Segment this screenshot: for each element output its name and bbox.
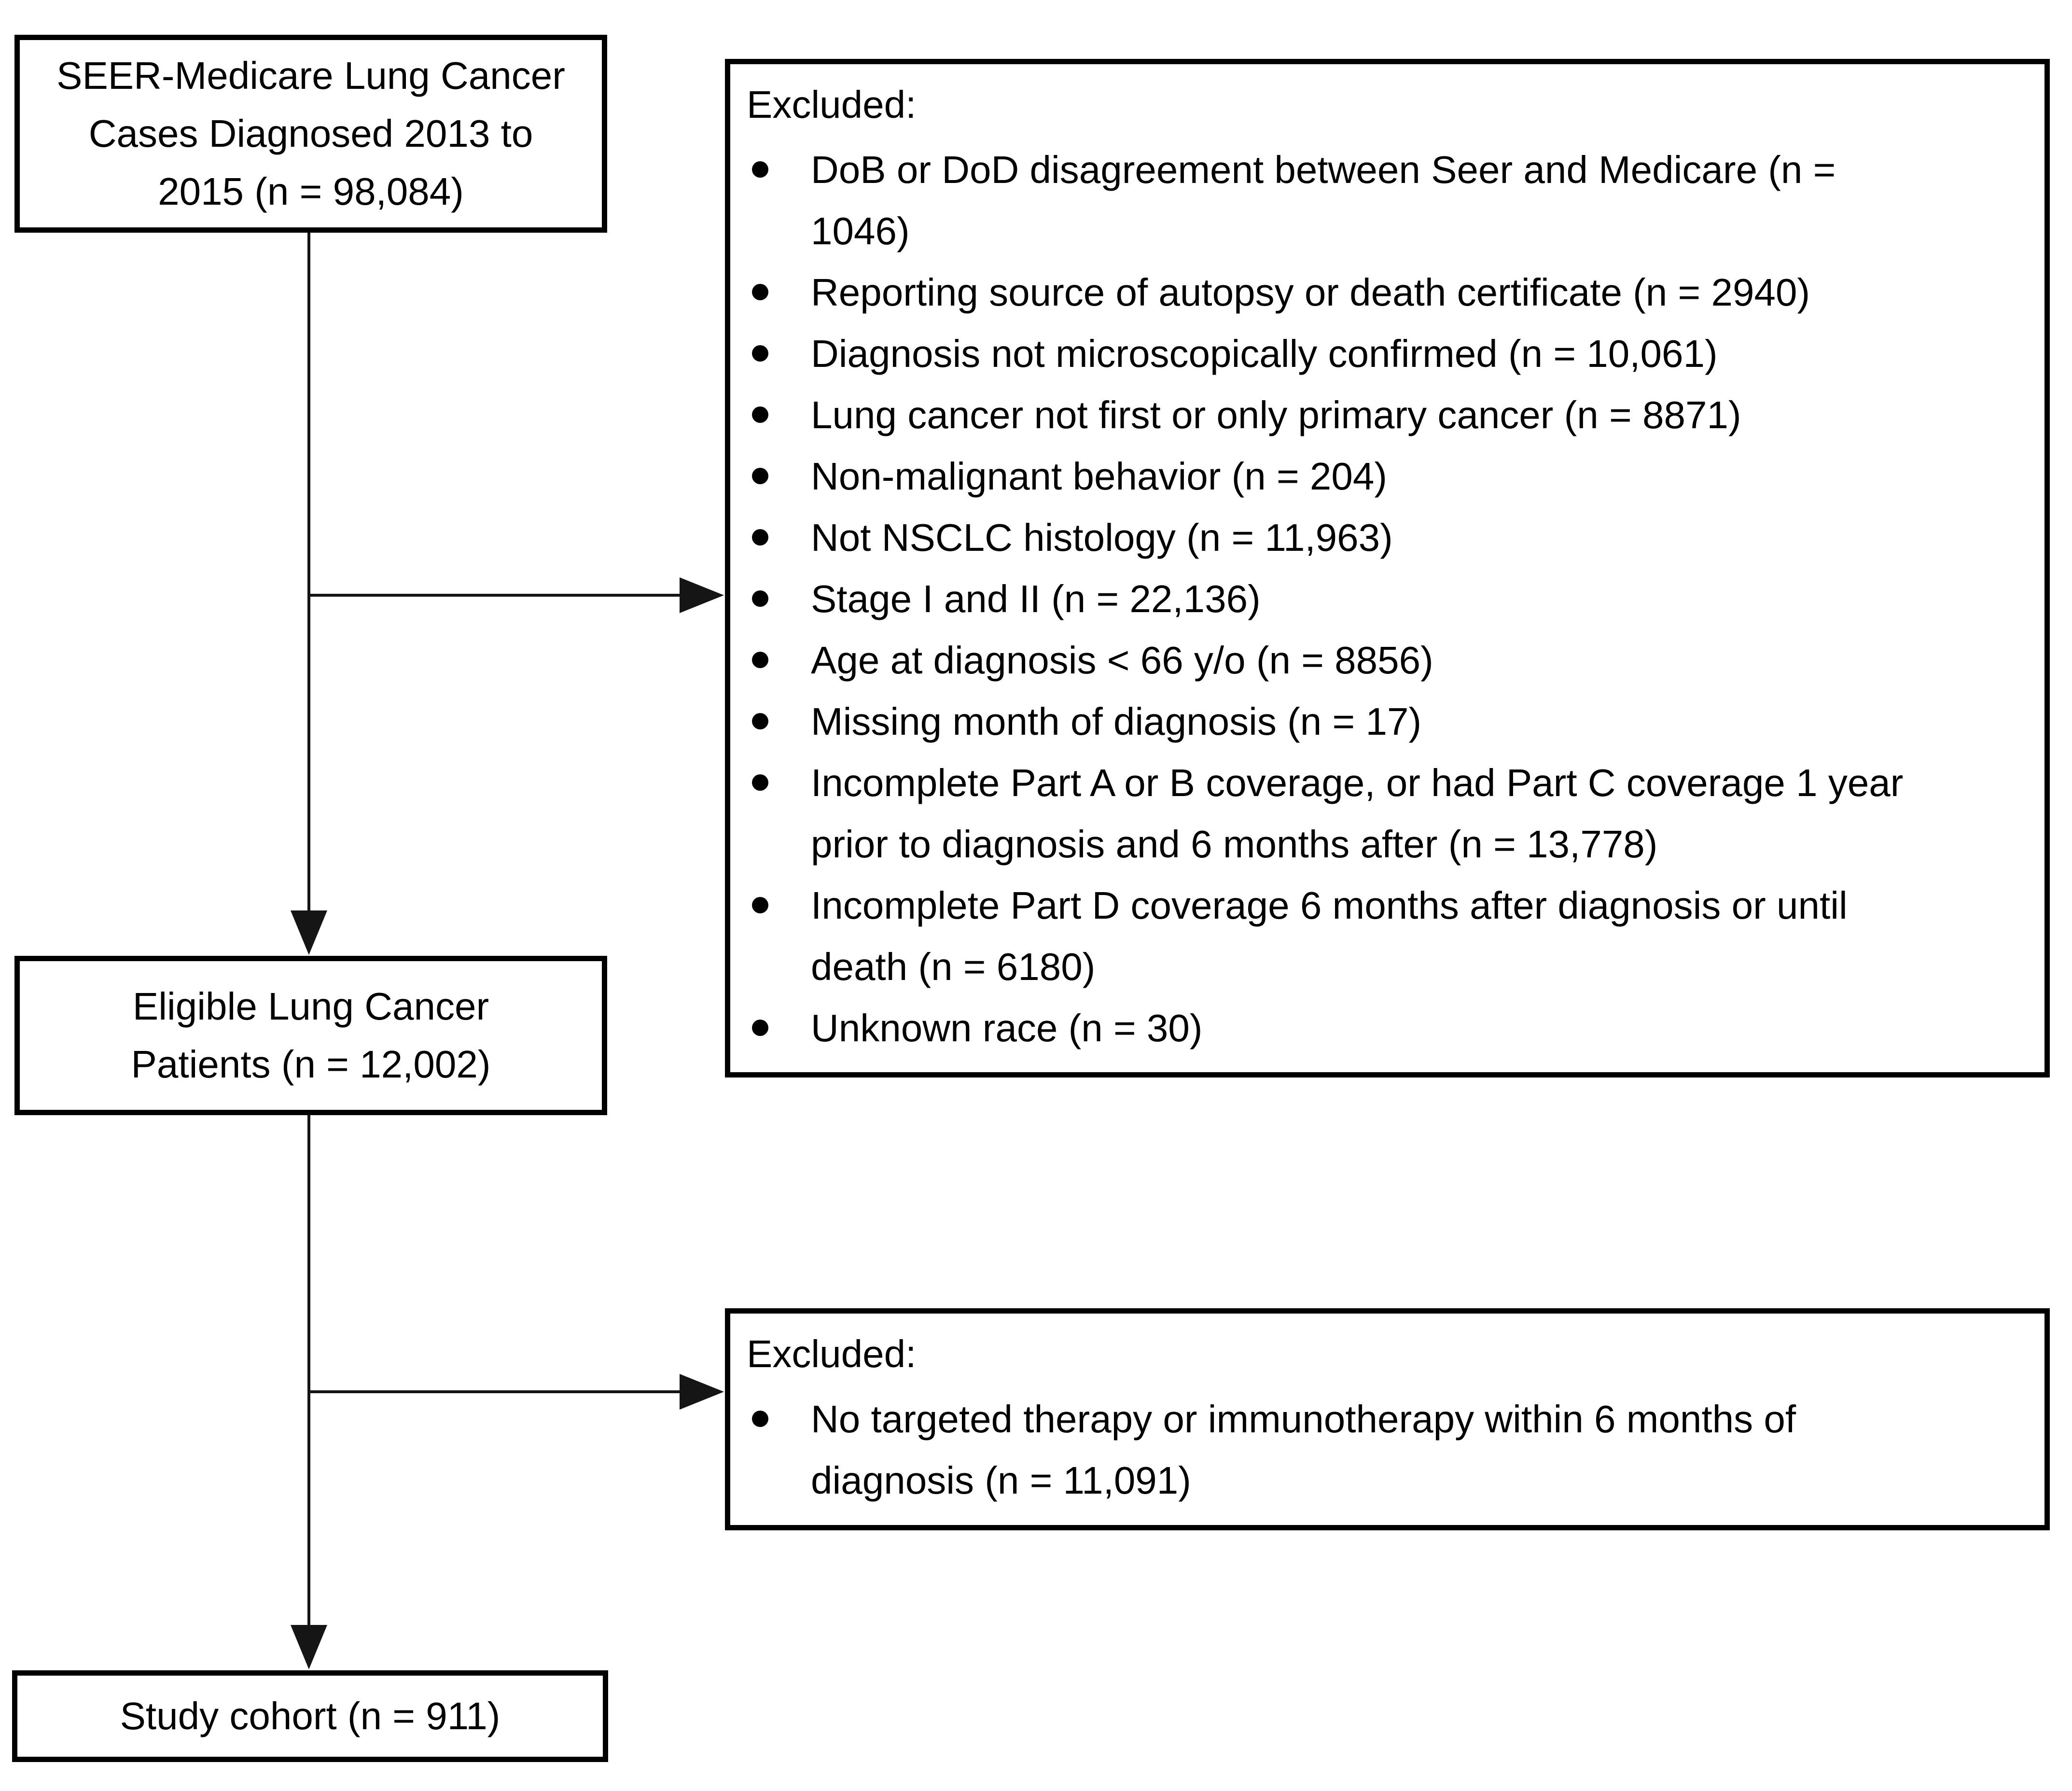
exclusion-item-line: Incomplete Part D coverage 6 months afte… <box>811 884 1848 927</box>
exclusion-item-line: Incomplete Part A or B coverage, or had … <box>811 761 1904 804</box>
exclusion-heading: Excluded: <box>747 1332 917 1375</box>
box-exclusion-primary: Excluded: DoB or DoD disagreement betwee… <box>725 59 2050 1077</box>
bullet-icon <box>752 406 768 423</box>
exclusion-item-line: Stage I and II (n = 22,136) <box>811 577 1261 620</box>
connector-source-to-eligible <box>307 233 310 913</box>
exclusion-list: No targeted therapy or immunotherapy wit… <box>747 1388 2030 1511</box>
box-exclusion-secondary: Excluded: No targeted therapy or immunot… <box>725 1308 2050 1530</box>
exclusion-item: Missing month of diagnosis (n = 17) <box>747 691 2030 752</box>
box-study-cohort: Study cohort (n = 911) <box>12 1670 608 1762</box>
exclusion-item: No targeted therapy or immunotherapy wit… <box>747 1388 2030 1511</box>
exclusion-primary-content: Excluded: DoB or DoD disagreement betwee… <box>730 64 2044 1059</box>
arrow-right-icon <box>680 577 724 613</box>
exclusion-item-line: Reporting source of autopsy or death cer… <box>811 271 1810 314</box>
bullet-icon <box>752 774 768 791</box>
arrow-down-icon <box>291 1625 327 1669</box>
connector-to-exclusion-secondary <box>309 1390 681 1393</box>
exclusion-heading: Excluded: <box>747 83 917 126</box>
exclusion-item-line: Non-malignant behavior (n = 204) <box>811 455 1388 498</box>
bullet-icon <box>752 1411 768 1427</box>
exclusion-item-line: Age at diagnosis < 66 y/o (n = 8856) <box>811 639 1433 682</box>
box-eligible-line: Patients (n = 12,002) <box>131 1043 491 1086</box>
exclusion-item: Not NSCLC histology (n = 11,963) <box>747 507 2030 568</box>
exclusion-item: DoB or DoD disagreement between Seer and… <box>747 139 2030 262</box>
exclusion-item-line: death (n = 6180) <box>811 945 1096 988</box>
exclusion-item: Diagnosis not microscopically confirmed … <box>747 323 2030 384</box>
exclusion-item: Lung cancer not first or only primary ca… <box>747 384 2030 446</box>
bullet-icon <box>752 345 768 362</box>
box-eligible-line: Eligible Lung Cancer <box>132 985 489 1028</box>
box-source-population: SEER-Medicare Lung Cancer Cases Diagnose… <box>14 35 607 233</box>
exclusion-item-line: Diagnosis not microscopically confirmed … <box>811 332 1718 375</box>
bullet-icon <box>752 590 768 607</box>
exclusion-item-line: No targeted therapy or immunotherapy wit… <box>811 1398 1796 1441</box>
bullet-icon <box>752 652 768 668</box>
box-source-line: SEER-Medicare Lung Cancer <box>56 54 565 97</box>
connector-to-exclusion-primary <box>309 594 681 597</box>
arrow-right-icon <box>680 1374 724 1410</box>
exclusion-item-line: 1046) <box>811 210 910 252</box>
connector-eligible-to-cohort <box>307 1115 310 1627</box>
exclusion-item-line: Lung cancer not first or only primary ca… <box>811 393 1741 436</box>
exclusion-list: DoB or DoD disagreement between Seer and… <box>747 139 2030 1059</box>
arrow-down-icon <box>291 910 327 955</box>
bullet-icon <box>752 161 768 178</box>
exclusion-item-line: diagnosis (n = 11,091) <box>811 1459 1191 1502</box>
exclusion-item: Incomplete Part A or B coverage, or had … <box>747 752 2030 875</box>
exclusion-item-line: Missing month of diagnosis (n = 17) <box>811 700 1422 743</box>
box-source-line: 2015 (n = 98,084) <box>158 170 464 213</box>
box-cohort-line: Study cohort (n = 911) <box>120 1694 501 1737</box>
bullet-icon <box>752 897 768 913</box>
bullet-icon <box>752 468 768 484</box>
box-source-line: Cases Diagnosed 2013 to <box>88 112 533 155</box>
exclusion-item-line: Not NSCLC histology (n = 11,963) <box>811 516 1393 559</box>
exclusion-item-line: prior to diagnosis and 6 months after (n… <box>811 823 1658 866</box>
bullet-icon <box>752 713 768 729</box>
exclusion-item-line: DoB or DoD disagreement between Seer and… <box>811 148 1836 191</box>
bullet-icon <box>752 284 768 300</box>
exclusion-item: Unknown race (n = 30) <box>747 997 2030 1059</box>
bullet-icon <box>752 1020 768 1036</box>
box-eligible-patients: Eligible Lung Cancer Patients (n = 12,00… <box>14 956 607 1115</box>
exclusion-item: Reporting source of autopsy or death cer… <box>747 262 2030 323</box>
bullet-icon <box>752 529 768 546</box>
exclusion-item: Age at diagnosis < 66 y/o (n = 8856) <box>747 630 2030 691</box>
exclusion-secondary-content: Excluded: No targeted therapy or immunot… <box>730 1314 2044 1511</box>
exclusion-item-line: Unknown race (n = 30) <box>811 1007 1203 1049</box>
exclusion-item: Incomplete Part D coverage 6 months afte… <box>747 875 2030 997</box>
exclusion-item: Non-malignant behavior (n = 204) <box>747 446 2030 507</box>
exclusion-item: Stage I and II (n = 22,136) <box>747 568 2030 630</box>
